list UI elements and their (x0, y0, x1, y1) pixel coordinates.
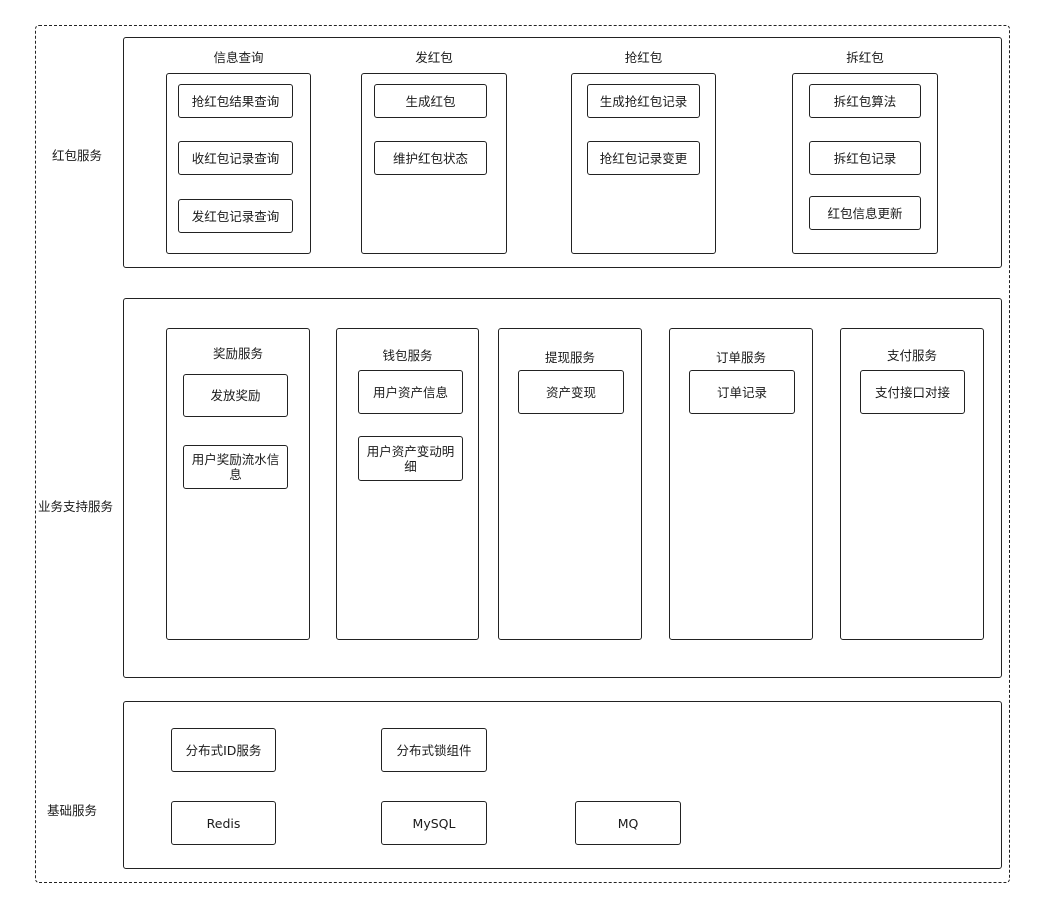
group-title: 抢红包 (624, 50, 663, 65)
group-title: 提现服务 (544, 350, 595, 365)
node-asset-cashout[interactable]: 资产变现 (518, 370, 624, 414)
group-payment-service: 支付服务 支付接口对接 (840, 328, 984, 640)
node-grab-record-change[interactable]: 抢红包记录变更 (587, 141, 700, 175)
node-mysql[interactable]: MySQL (381, 801, 487, 845)
node-receive-record-query[interactable]: 收红包记录查询 (178, 141, 293, 175)
group-title: 发红包 (415, 50, 453, 65)
group-info-query: 信息查询 抢红包结果查询 收红包记录查询 发红包记录查询 (166, 50, 311, 254)
group-order-service: 订单服务 订单记录 (669, 328, 813, 640)
group-wallet-service: 钱包服务 用户资产信息 用户资产变动明细 (336, 328, 479, 640)
group-grab-hongbao: 抢红包 生成抢红包记录 抢红包记录变更 (571, 50, 716, 254)
node-order-record[interactable]: 订单记录 (689, 370, 795, 414)
group-title: 奖励服务 (212, 346, 263, 361)
node-user-asset-change-detail[interactable]: 用户资产变动明细 (358, 436, 463, 481)
system-architecture-boundary (35, 25, 1010, 883)
node-user-asset-info[interactable]: 用户资产信息 (358, 370, 463, 414)
node-send-record-query[interactable]: 发红包记录查询 (178, 199, 293, 233)
group-send-hongbao: 发红包 生成红包 维护红包状态 (361, 50, 507, 254)
group-title: 订单服务 (715, 350, 766, 365)
group-title: 拆红包 (846, 50, 884, 65)
node-grab-result-query[interactable]: 抢红包结果查询 (178, 84, 293, 118)
layer-label-business: 业务支持服务 (38, 499, 114, 514)
layer-label-hongbao: 红包服务 (52, 148, 103, 163)
node-open-algorithm[interactable]: 拆红包算法 (809, 84, 921, 118)
group-withdraw-service: 提现服务 资产变现 (498, 328, 642, 640)
node-distributed-id-service[interactable]: 分布式ID服务 (171, 728, 276, 772)
group-title: 信息查询 (213, 50, 264, 65)
node-issue-reward[interactable]: 发放奖励 (183, 374, 288, 417)
layer-business-support-service: 奖励服务 发放奖励 用户奖励流水信息 钱包服务 用户资产信息 用户资产变动明细 … (123, 298, 1002, 678)
node-maintain-hongbao-status[interactable]: 维护红包状态 (374, 141, 487, 175)
layer-base-service: 分布式ID服务 分布式锁组件 Redis MySQL MQ (123, 701, 1002, 869)
node-distributed-lock[interactable]: 分布式锁组件 (381, 728, 487, 772)
node-hongbao-info-update[interactable]: 红包信息更新 (809, 196, 921, 230)
group-title: 支付服务 (886, 348, 937, 363)
node-user-reward-flow[interactable]: 用户奖励流水信息 (183, 445, 288, 489)
node-generate-grab-record[interactable]: 生成抢红包记录 (587, 84, 700, 118)
node-generate-hongbao[interactable]: 生成红包 (374, 84, 487, 118)
layer-label-base: 基础服务 (47, 803, 98, 818)
group-title: 钱包服务 (382, 348, 433, 363)
node-mq[interactable]: MQ (575, 801, 681, 845)
node-open-record[interactable]: 拆红包记录 (809, 141, 921, 175)
node-redis[interactable]: Redis (171, 801, 276, 845)
node-payment-api-integration[interactable]: 支付接口对接 (860, 370, 965, 414)
group-reward-service: 奖励服务 发放奖励 用户奖励流水信息 (166, 328, 310, 640)
layer-hongbao-service: 信息查询 抢红包结果查询 收红包记录查询 发红包记录查询 发红包 生成红包 维护… (123, 37, 1002, 268)
group-open-hongbao: 拆红包 拆红包算法 拆红包记录 红包信息更新 (792, 50, 938, 254)
